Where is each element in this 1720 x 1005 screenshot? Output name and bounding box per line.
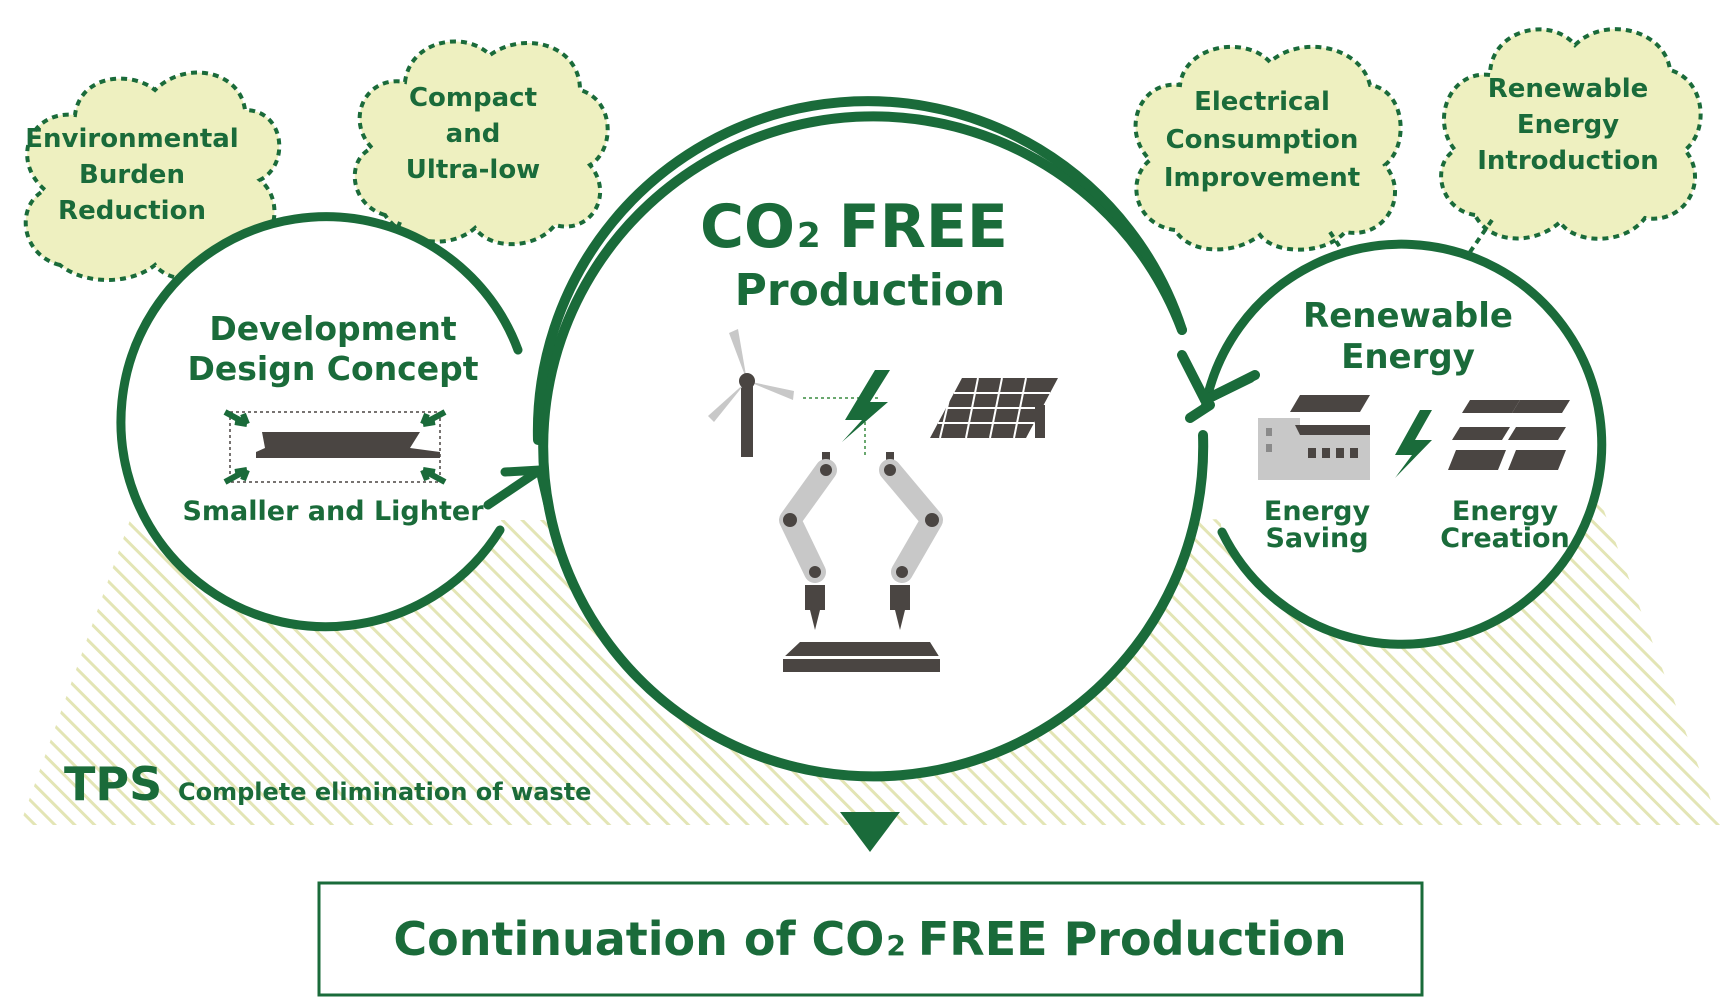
compact-product-icon — [256, 432, 440, 458]
robot-arm-left-icon — [779, 452, 837, 630]
factory-icon — [1258, 395, 1370, 480]
bubble-env-line-2: Burden — [79, 160, 185, 190]
development-design-circle: Development Design Concept Smaller and L… — [116, 212, 553, 632]
center-title-co: CO — [700, 192, 795, 262]
bubble-env-line-1: Environmental — [25, 124, 238, 154]
bubble-compact-line-3: Ultra-low — [406, 155, 540, 185]
arrow-in-tl-icon — [223, 409, 250, 427]
tps-description: Complete elimination of waste — [178, 778, 591, 806]
tps-label: TPS — [64, 757, 162, 811]
bubble-renewable-line-1: Renewable — [1488, 74, 1649, 104]
result-box-text: Continuation of CO2 FREE Production — [393, 912, 1346, 966]
left-title-line-2: Design Concept — [187, 349, 478, 388]
renewable-energy-circle: Renewable Energy Energy Saving Energy Cr… — [1200, 239, 1607, 649]
result-box — [317, 881, 1424, 997]
bubble-env-line-3: Reduction — [58, 196, 206, 226]
lightning-small-icon — [1395, 410, 1432, 478]
bubble-electrical-consumption: Electrical Consumption Improvement — [1133, 45, 1403, 272]
center-title-sub: 2 — [797, 216, 821, 256]
smaller-lighter-label: Smaller and Lighter — [182, 496, 484, 527]
bubble-electrical-line-2: Consumption — [1166, 125, 1359, 155]
bubble-compact-line-2: and — [446, 119, 501, 149]
center-title-line-1: CO2 FREE — [700, 192, 1008, 262]
solar-panel-large-icon — [930, 377, 1058, 439]
bubble-compact-line-1: Compact — [409, 83, 537, 113]
center-title-free: FREE — [839, 192, 1008, 262]
compact-outline-box — [229, 411, 441, 483]
result-text-before: Continuation of CO — [393, 912, 884, 966]
result-text-sub: 2 — [886, 929, 905, 962]
center-title-line-2: Production — [735, 265, 1006, 316]
energy-creation-line-1: Energy — [1452, 496, 1559, 527]
robot-arm-right-icon — [879, 452, 943, 630]
arrow-in-tr-icon — [420, 409, 447, 427]
left-title-line-1: Development — [209, 309, 457, 348]
bubble-renewable-line-3: Introduction — [1477, 146, 1659, 176]
solar-panels-small-icon — [1448, 400, 1570, 470]
energy-saving-line-2: Saving — [1265, 523, 1368, 554]
bubble-electrical-line-3: Improvement — [1164, 163, 1360, 193]
lightning-center-icon — [842, 370, 890, 442]
result-text-after: FREE Production — [918, 912, 1347, 966]
energy-creation-line-2: Creation — [1440, 523, 1570, 554]
energy-saving-line-1: Energy — [1264, 496, 1371, 527]
co2-free-production-circle: CO2 FREE Production — [532, 96, 1260, 782]
bubble-electrical-line-1: Electrical — [1194, 87, 1330, 117]
arrow-in-br-icon — [420, 467, 447, 485]
center-to-right-arrowhead — [1177, 350, 1255, 405]
down-arrow-icon — [840, 812, 900, 852]
bubble-compact-ultra-low: Compact and Ultra-low — [352, 39, 610, 263]
right-title-line-2: Energy — [1341, 337, 1475, 377]
bubble-renewable-line-2: Energy — [1517, 110, 1619, 140]
bubble-environmental-burden: Environmental Burden Reduction — [23, 70, 282, 301]
right-title-line-1: Renewable — [1303, 296, 1513, 336]
wind-turbine-icon — [708, 329, 794, 457]
arrow-in-bl-icon — [223, 467, 250, 485]
bubble-renewable-introduction: Renewable Energy Introduction — [1439, 27, 1703, 254]
